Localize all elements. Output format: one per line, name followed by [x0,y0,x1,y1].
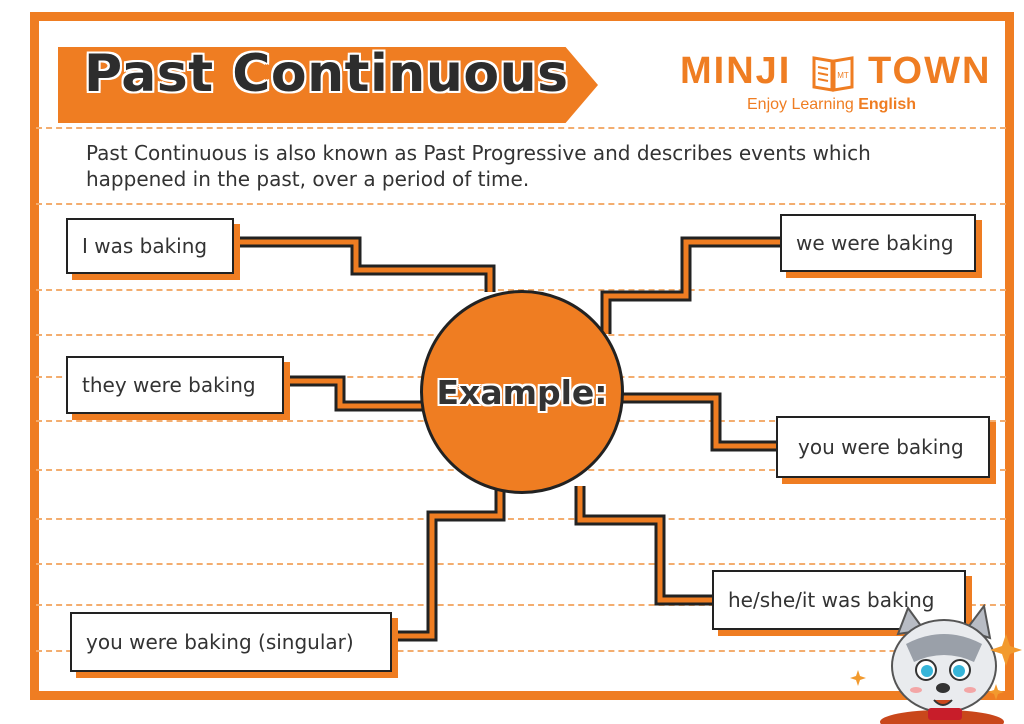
brand-tagline: Enjoy Learning English [747,96,916,114]
ruled-line [36,203,1006,205]
center-label: Example: [436,372,608,412]
ruled-line [36,604,1006,606]
example-box-i-was: I was baking [66,218,234,274]
example-box-he-she-it: he/she/it was baking [712,570,966,630]
example-box-we-were: we were baking [780,214,976,272]
ruled-line [36,518,1006,520]
ruled-line [36,127,1006,129]
tagline-prefix: Enjoy Learning [747,96,854,113]
ruled-line [36,650,1006,652]
brand-logo: MINJI MT TOWN Enjoy Learning English [680,50,990,120]
brand-name-left: MINJI [680,50,792,92]
description-text: Past Continuous is also known as Past Pr… [86,141,871,191]
book-mark-text: MT [837,71,849,80]
page-title: Past Continuous [84,44,569,104]
brand-name-right: TOWN [868,50,992,92]
example-box-you-singular: you were baking (singular) [70,612,392,672]
example-box-they-were: they were baking [66,356,284,414]
puppy-mascot-icon [850,604,1022,724]
book-icon: MT [812,56,854,92]
example-box-you-were: you were baking [776,416,990,478]
title-banner [58,47,598,123]
tagline-strong: English [858,96,916,113]
ruled-line [36,563,1006,565]
center-circle: Example: [420,290,624,494]
sparkle-icon [850,634,1022,700]
